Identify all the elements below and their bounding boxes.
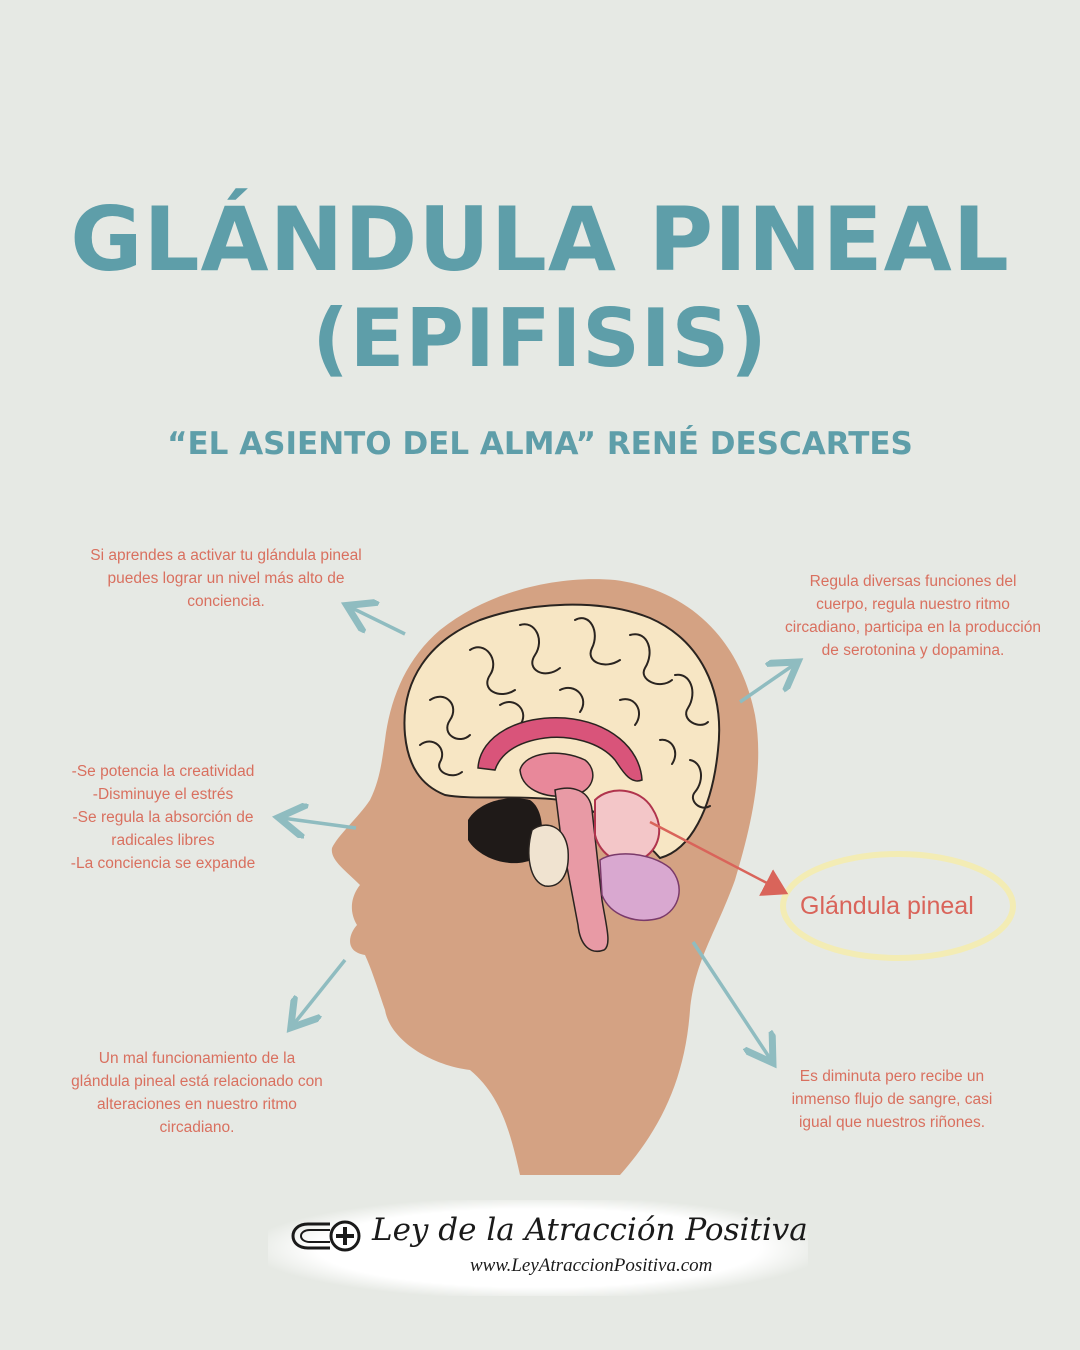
note-line: Es diminuta pero recibe un: [799, 1068, 985, 1085]
note-bottom-right: Es diminuta pero recibe un inmenso flujo…: [772, 1065, 1012, 1134]
pons: [528, 824, 569, 887]
note-line: Si aprendes a activar tu glándula pineal: [90, 547, 362, 564]
brand-name: Ley de la Atracción Positiva: [372, 1212, 808, 1248]
note-line: Un mal funcionamiento de la: [98, 1050, 296, 1067]
subtitle: “EL ASIENTO DEL ALMA” RENÉ DESCARTES: [167, 426, 913, 462]
arrow-top-right: [739, 664, 795, 704]
note-line: -La conciencia se expande: [70, 855, 256, 872]
note-top-right: Regula diversas funciones del cuerpo, re…: [760, 570, 1066, 662]
note-line: igual que nuestros riñones.: [798, 1114, 986, 1131]
note-line: Regula diversas funciones del: [809, 573, 1017, 590]
magnet-plus-logo-icon: [291, 1220, 361, 1252]
note-line: conciencia.: [187, 593, 265, 610]
arrow-bottom-right: [691, 941, 771, 1060]
pineal-pointer-arrow: [649, 820, 789, 896]
note-line: alteraciones en nuestro ritmo: [97, 1096, 297, 1113]
note-line: -Disminuye el estrés: [92, 786, 234, 803]
pineal-gland-label: Glándula pineal: [800, 892, 974, 920]
note-top-left: Si aprendes a activar tu glándula pineal…: [66, 544, 386, 613]
arrow-bottom-left: [293, 958, 347, 1025]
arrow-mid-left: [282, 818, 357, 828]
title-line-2: (EPIFISIS): [312, 292, 768, 385]
ventricle-region: [468, 798, 542, 864]
brain-folds: [419, 617, 711, 809]
note-line: inmenso flujo de sangre, casi: [791, 1091, 993, 1108]
corpus-callosum: [477, 716, 643, 782]
note-line: glándula pineal está relacionado con: [71, 1073, 323, 1090]
brand-url[interactable]: www.LeyAtraccionPositiva.com: [470, 1255, 713, 1276]
note-line: -Se regula la absorción de: [72, 809, 254, 826]
note-line: radicales libres: [111, 832, 215, 849]
pineal-highlight-ring: [780, 851, 1016, 961]
title-line-1: GLÁNDULA PINEAL: [70, 188, 1010, 291]
note-mid-left: -Se potencia la creatividad -Disminuye e…: [48, 760, 278, 875]
thalamus: [519, 752, 594, 798]
note-line: circadiano, participa en la producción: [785, 619, 1041, 636]
cerebellum: [594, 789, 661, 864]
note-line: cuerpo, regula nuestro ritmo: [816, 596, 1010, 613]
note-line: puedes lograr un nivel más alto de: [107, 570, 345, 587]
note-line: -Se potencia la creatividad: [71, 763, 255, 780]
footer-glow: [268, 1200, 808, 1296]
note-line: circadiano.: [159, 1119, 235, 1136]
note-line: de serotonina y dopamina.: [821, 642, 1005, 659]
note-bottom-left: Un mal funcionamiento de la glándula pin…: [52, 1047, 342, 1139]
brainstem: [554, 787, 609, 952]
arrow-top-left: [350, 607, 406, 636]
cerebellum-lower: [599, 853, 680, 921]
